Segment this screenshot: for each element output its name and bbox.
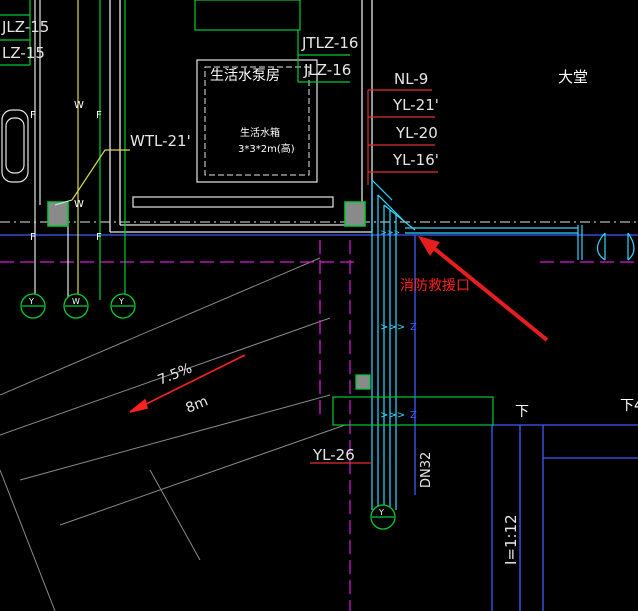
annotation-arrow [418,236,549,342]
left-valve-circles [20,293,136,319]
label-wtl21: WTL-21' [130,132,191,150]
label-yl16: YL-16' [392,151,439,169]
bench [132,196,334,208]
label-length: 8m [184,393,211,416]
magenta-dashed-lines [0,240,638,420]
valve-box-lower [355,374,371,390]
valve-box-left [47,201,69,227]
label-tank-size: 3*3*2m(高) [238,142,295,155]
fixture-icon [1,109,29,183]
pipe-f-label-3: F [96,232,102,243]
left-label-boxes [0,0,350,83]
label-lobby: 大堂 [558,68,588,86]
label-yl21: YL-21' [392,96,439,114]
label-down-1: 下 [515,404,529,420]
cyan-pipe-group [371,179,583,510]
pipe-bench [332,396,494,426]
pipe-z-label-1: Z [410,322,417,333]
wtl-leader-tail [54,199,73,206]
valve-box-right [344,201,366,227]
label-fire-elevator: 消防救援口 [400,278,470,294]
valve-y-label-1: Y [28,297,34,306]
pipe-z-label-2: Z [410,410,417,421]
label-jlz16: JLZ-16 [303,61,351,79]
pipe-f-label-4: F [30,232,36,243]
slope-arrow [129,354,246,413]
pipe-arrows: >>> Z >>> Z >>> [380,228,417,421]
label-tank-title: 生活水箱 [240,126,280,139]
pipe-letters: W W F F F F [30,100,102,243]
label-down-2: 下4 [620,398,638,414]
pipe-w-label-1: W [74,100,84,111]
label-pump-room: 生活水泵房 [210,68,280,84]
svg-text:>>>: >>> [380,228,400,237]
ramp-lines [0,257,346,611]
valve-y-label-2: Y [118,297,124,306]
label-jlz15-b: LZ-15 [2,44,45,62]
valve-y-label-3: Y [378,508,384,517]
bottom-valve [370,504,396,530]
pipe-f-label-1: F [30,110,36,121]
label-nl9: NL-9 [394,70,428,88]
right-label-lines [367,89,438,185]
label-dn32: DN32 [419,452,434,488]
wtl-leader [71,149,130,201]
svg-text:>>>: >>> [380,410,405,421]
water-tank [196,59,318,183]
label-jtlz16: JTLZ-16 [301,34,358,52]
label-yl20: YL-20 [395,124,438,142]
label-ratio: I=1:12 [502,514,520,565]
label-jlz15-a: JLZ-15 [1,18,49,36]
valve-w-label: W [72,297,80,306]
blue-lines [0,234,638,611]
svg-text:>>>: >>> [380,322,405,333]
door-arcs [596,232,635,261]
pipe-f-label-2: F [96,110,102,121]
label-yl26: YL-26 [312,446,355,464]
equipment-frame [194,0,301,31]
pipe-w-label-2: W [74,199,84,210]
